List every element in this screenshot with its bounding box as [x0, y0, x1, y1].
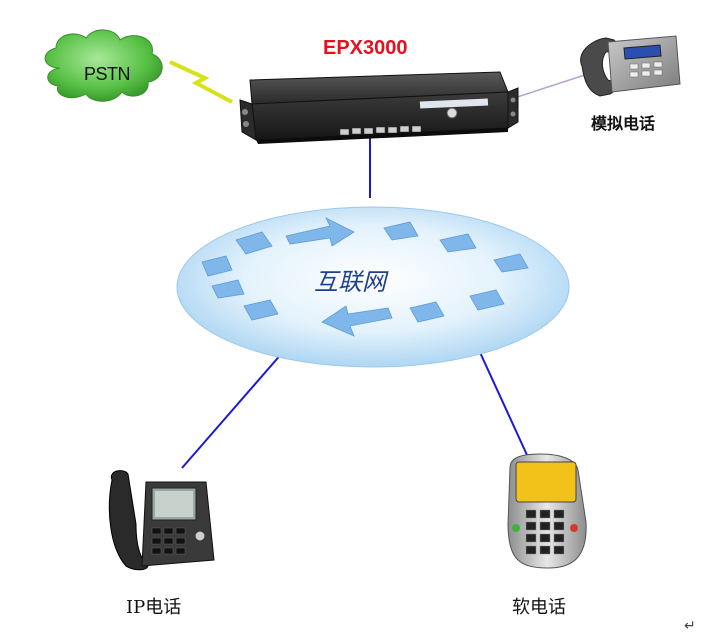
- ip-phone-icon: [108, 470, 215, 571]
- pstn-label: PSTN: [84, 64, 131, 84]
- internet-label: 互联网: [314, 268, 386, 296]
- epx3000-device: [239, 71, 519, 144]
- analog-phone-icon: [580, 35, 681, 97]
- soft-phone-icon: [507, 453, 587, 569]
- link-internet-soft-phone: [477, 347, 528, 456]
- link-internet-ip-phone: [181, 351, 284, 469]
- device-title: EPX3000: [323, 37, 408, 59]
- internet-cloud: [176, 206, 570, 368]
- ip-phone-label: IP电话: [126, 597, 182, 618]
- pstn-cloud-icon: [44, 29, 163, 102]
- internet-arrows-icon: [201, 217, 529, 337]
- analog-phone-label: 模拟电话: [591, 114, 656, 133]
- soft-phone-label: 软电话: [512, 597, 566, 618]
- paragraph-mark-icon: ↵: [684, 618, 696, 634]
- lightning-bolt-icon: [169, 60, 233, 104]
